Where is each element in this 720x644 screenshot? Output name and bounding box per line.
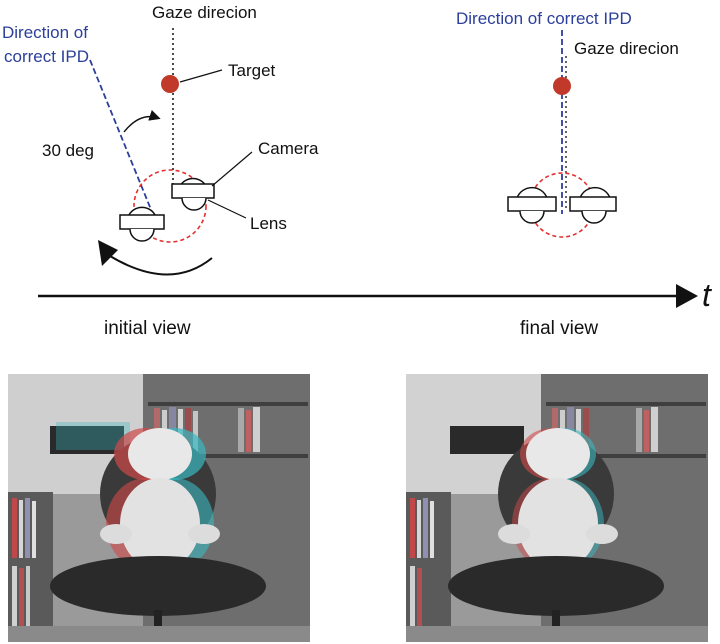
lens-label: Lens — [250, 214, 287, 233]
time-axis-label: t — [702, 277, 712, 313]
camera-label: Camera — [258, 139, 319, 158]
time-axis-arrowhead — [676, 284, 698, 308]
target-dot-right — [553, 77, 571, 95]
ipd-direction-line-left — [89, 59, 153, 213]
gaze-direction-label-left: Gaze direcion — [152, 3, 257, 22]
final-view-label: final view — [520, 318, 598, 339]
ipd-direction-label-left-1: Direction of — [2, 23, 88, 42]
ipd-direction-label-left-2: correct IPD — [4, 47, 89, 66]
ipd-direction-label-right: Direction of correct IPD — [456, 9, 632, 28]
rotation-arrowhead — [98, 240, 118, 266]
angle-label: 30 deg — [42, 141, 94, 160]
initial-view-photo — [8, 374, 310, 642]
rotation-arrow — [109, 255, 213, 276]
lens-pointer — [207, 199, 247, 219]
camera-left-left-view — [119, 206, 165, 242]
rotation-circle-left — [133, 169, 207, 243]
angle-arrow — [123, 110, 161, 133]
final-view-photo — [406, 374, 708, 642]
camera-right-right-view — [569, 186, 617, 224]
gaze-direction-label-right: Gaze direcion — [574, 39, 679, 58]
camera-left-right-view — [507, 186, 557, 224]
initial-view-label: initial view — [104, 318, 191, 339]
target-pointer-left — [179, 69, 223, 83]
camera-right-left-view — [171, 177, 215, 211]
target-label: Target — [228, 61, 276, 80]
camera-pointer — [211, 151, 253, 187]
target-dot-left — [161, 75, 179, 93]
camera-rotation-diagram: Gaze direcion Direction of correct IPD T… — [2, 3, 712, 339]
